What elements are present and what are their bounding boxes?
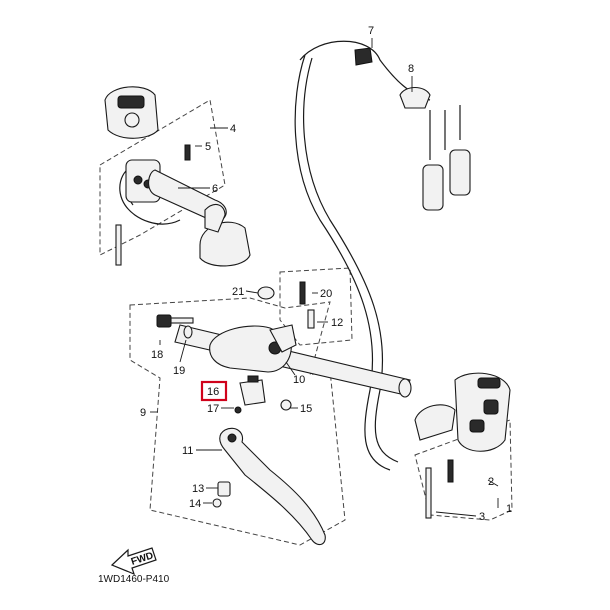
collar-13 [217, 481, 231, 497]
screw-long-left [115, 224, 122, 266]
lever-holder [209, 325, 292, 373]
screw-long-right [425, 467, 432, 519]
right-switch-housing [454, 372, 511, 452]
callout-15: 15 [300, 403, 312, 415]
adjuster-18 [156, 314, 172, 328]
right-switch-button-low [469, 419, 485, 433]
callout-20: 20 [320, 288, 332, 300]
left-switch-lower-button [133, 175, 143, 185]
callout-21: 21 [232, 286, 244, 298]
callout-12: 12 [331, 317, 343, 329]
screw-small-right [447, 459, 454, 483]
callout-9: 9 [140, 407, 146, 419]
adjuster-18-shaft [170, 317, 194, 324]
callout-8: 8 [408, 63, 414, 75]
cap-21 [257, 286, 275, 300]
callout-4: 4 [230, 123, 236, 135]
fwd-label: FWD [130, 550, 155, 568]
callout-17: 17 [207, 403, 219, 415]
callout-2: 2 [488, 476, 494, 488]
connector-wires [429, 105, 461, 160]
throttle-housing-clip [204, 204, 226, 233]
bolt-20 [299, 281, 306, 305]
lever-holder-bracket [269, 324, 297, 353]
highlight-box-16 [200, 380, 228, 402]
callout-6: 6 [212, 183, 218, 195]
callout-13: 13 [192, 483, 204, 495]
drawing-code: 1WD1460-P410 [98, 574, 170, 585]
cable-grommet [354, 47, 373, 66]
nut-15 [280, 399, 292, 411]
switch-bracket-16-tab [247, 375, 259, 383]
right-switch-lower [414, 404, 456, 441]
cable-main-loop [294, 54, 391, 471]
handlebar-end [398, 378, 412, 398]
assembly-outline-9 [129, 297, 346, 546]
callout-11: 11 [182, 445, 193, 457]
assembly-outline-4 [99, 99, 226, 256]
left-switch-knob [124, 112, 140, 128]
right-switch-button-mid [483, 399, 499, 415]
callout-1: 1 [506, 503, 512, 515]
callout-7: 7 [368, 25, 374, 37]
callout-19: 19 [173, 365, 185, 377]
switch-bracket-16 [239, 379, 266, 406]
callout-5: 5 [205, 141, 211, 153]
connector-plug-1 [422, 164, 444, 211]
callout-14: 14 [189, 498, 201, 510]
left-switch-button [117, 95, 145, 109]
callout-18: 18 [151, 349, 163, 361]
assembly-outline-12 [279, 267, 353, 346]
cable-main-loop-2 [303, 57, 399, 463]
callout-16: 16 [207, 386, 219, 398]
clutch-lever-pivot [227, 433, 237, 443]
callout-10: 10 [293, 374, 305, 386]
screw-17 [234, 406, 242, 414]
callout-3: 3 [479, 511, 485, 523]
bolt-12 [307, 309, 315, 329]
clutch-lever-11 [219, 427, 326, 546]
washer-19 [183, 325, 193, 339]
cable-guide [399, 86, 431, 109]
fwd-arrow-icon: FWD [110, 547, 157, 576]
right-switch-button-top [477, 377, 501, 389]
screw-small-left [184, 144, 191, 161]
connector-plug-2 [449, 149, 471, 196]
left-switch-harness [119, 164, 181, 225]
o-ring-14 [212, 498, 222, 508]
leader-lines [150, 38, 499, 517]
